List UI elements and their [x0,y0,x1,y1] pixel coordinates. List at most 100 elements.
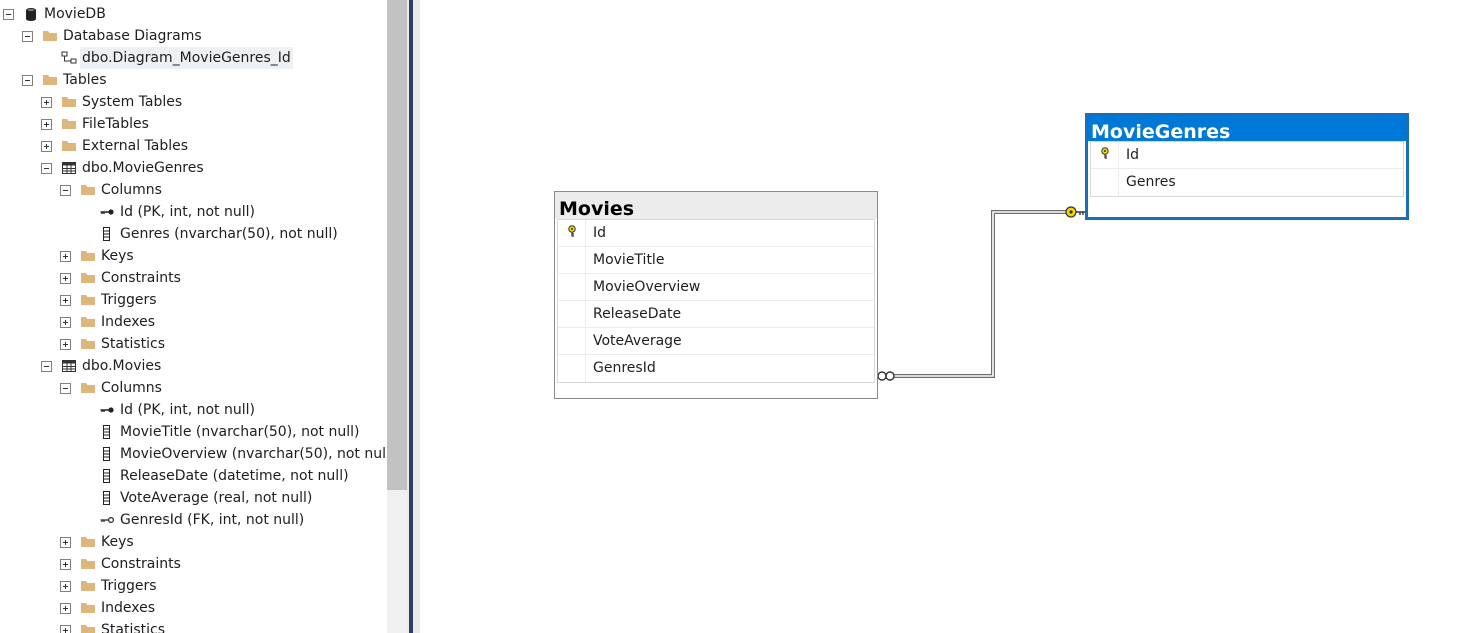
tree-node-label: MovieDB [44,6,106,22]
tree-node-label: Statistics [101,336,165,352]
tree-node-label: Columns [101,182,162,198]
collapse-icon[interactable] [3,8,14,20]
expand-icon[interactable] [60,338,71,350]
expand-icon[interactable] [41,140,52,152]
tree-node-label: dbo.Diagram_MovieGenres_Id [80,47,293,69]
tree-node[interactable]: Statistics [60,619,167,633]
entity-column-row[interactable]: MovieTitle [558,247,874,274]
entity-column-row[interactable]: ReleaseDate [558,301,874,328]
row-selector[interactable] [558,328,586,354]
tree-node[interactable]: Id (PK, int, not null) [79,399,257,421]
entity-column-row[interactable]: Genres [1091,169,1403,196]
tree-node[interactable]: Genres (nvarchar(50), not null) [79,223,340,245]
folder-icon [80,314,96,330]
tree-vertical-scrollbar[interactable] [387,0,407,633]
collapse-icon[interactable] [41,360,52,372]
expand-icon[interactable] [41,118,52,130]
expand-icon[interactable] [41,96,52,108]
tree-node[interactable]: MovieTitle (nvarchar(50), not null) [79,421,361,443]
tree-node[interactable]: Id (PK, int, not null) [79,201,257,223]
tree-node-label: MovieOverview (nvarchar(50), not null) [120,446,387,462]
expand-icon[interactable] [60,250,71,262]
collapse-icon[interactable] [60,382,71,394]
entity-column-row[interactable]: Id [1091,142,1403,169]
entity-title-moviegenres[interactable]: MovieGenres [1088,116,1406,141]
row-selector[interactable] [558,247,586,273]
collapse-icon[interactable] [41,162,52,174]
folder-icon [42,72,58,88]
tree-node[interactable]: Triggers [60,289,159,311]
primary-key-icon [99,402,115,418]
primary-key-icon [99,204,115,220]
tree-node[interactable]: Keys [60,531,136,553]
tree-node-label: Tables [63,72,107,88]
tree-node[interactable]: dbo.Movies [41,355,163,377]
row-selector[interactable] [558,355,586,382]
scrollbar-thumb[interactable] [387,0,407,490]
row-selector[interactable] [1091,142,1119,168]
tree-node[interactable]: VoteAverage (real, not null) [79,487,314,509]
column-icon [99,424,115,440]
tree-node[interactable]: External Tables [41,135,190,157]
expand-icon[interactable] [60,624,71,633]
expand-icon[interactable] [60,602,71,614]
column-name: MovieOverview [593,279,701,295]
row-selector[interactable] [558,301,586,327]
relationship-line[interactable] [420,0,1461,633]
tree-node-label: Indexes [101,600,156,616]
tree-node-label: FileTables [82,116,149,132]
column-name: Id [1126,147,1140,163]
entity-column-row[interactable]: GenresId [558,355,874,382]
tree-node[interactable]: Constraints [60,553,183,575]
tree-node-label: Indexes [101,314,156,330]
expand-icon[interactable] [60,580,71,592]
row-selector[interactable] [1091,169,1119,196]
collapse-icon[interactable] [22,74,33,86]
tree-node[interactable]: Constraints [60,267,183,289]
tree-node[interactable]: Indexes [60,597,157,619]
row-selector[interactable] [558,220,586,246]
column-name: ReleaseDate [593,306,682,322]
collapse-icon[interactable] [60,184,71,196]
tree-node[interactable]: Database Diagrams [22,25,204,47]
tree-node[interactable]: Columns [60,377,164,399]
tree-node[interactable]: Columns [60,179,164,201]
column-name: GenresId [593,360,656,376]
entity-column-row[interactable]: VoteAverage [558,328,874,355]
tree-node[interactable]: Tables [22,69,109,91]
tree-node[interactable]: dbo.MovieGenres [41,157,206,179]
folder-icon [80,556,96,572]
tree-node[interactable]: ReleaseDate (datetime, not null) [79,465,351,487]
tree-node[interactable]: GenresId (FK, int, not null) [79,509,306,531]
column-icon [99,490,115,506]
tree-node[interactable]: MovieOverview (nvarchar(50), not null) [79,443,387,465]
foreign-key-icon [99,512,115,528]
entity-column-row[interactable]: MovieOverview [558,274,874,301]
entity-title-movies[interactable]: Movies [555,192,877,219]
column-icon [99,226,115,242]
column-icon [99,468,115,484]
row-selector[interactable] [558,274,586,300]
expand-icon[interactable] [60,294,71,306]
tree-node-label: System Tables [82,94,183,110]
tree-node[interactable]: dbo.Diagram_MovieGenres_Id [41,47,293,69]
tree-node[interactable]: FileTables [41,113,151,135]
tree-node[interactable]: Statistics [60,333,167,355]
expand-icon[interactable] [60,272,71,284]
expand-icon[interactable] [60,558,71,570]
entity-column-row[interactable]: Id [558,220,874,247]
tree-node[interactable]: System Tables [41,91,184,113]
tree-node[interactable]: Indexes [60,311,157,333]
tree-node[interactable]: Triggers [60,575,159,597]
tree-node[interactable]: Keys [60,245,136,267]
collapse-icon[interactable] [22,30,33,42]
expand-icon[interactable] [60,316,71,328]
primary-key-icon [1100,147,1110,163]
diagram-icon [61,50,77,66]
expand-icon[interactable] [60,536,71,548]
tree-node[interactable]: MovieDB [3,3,108,25]
